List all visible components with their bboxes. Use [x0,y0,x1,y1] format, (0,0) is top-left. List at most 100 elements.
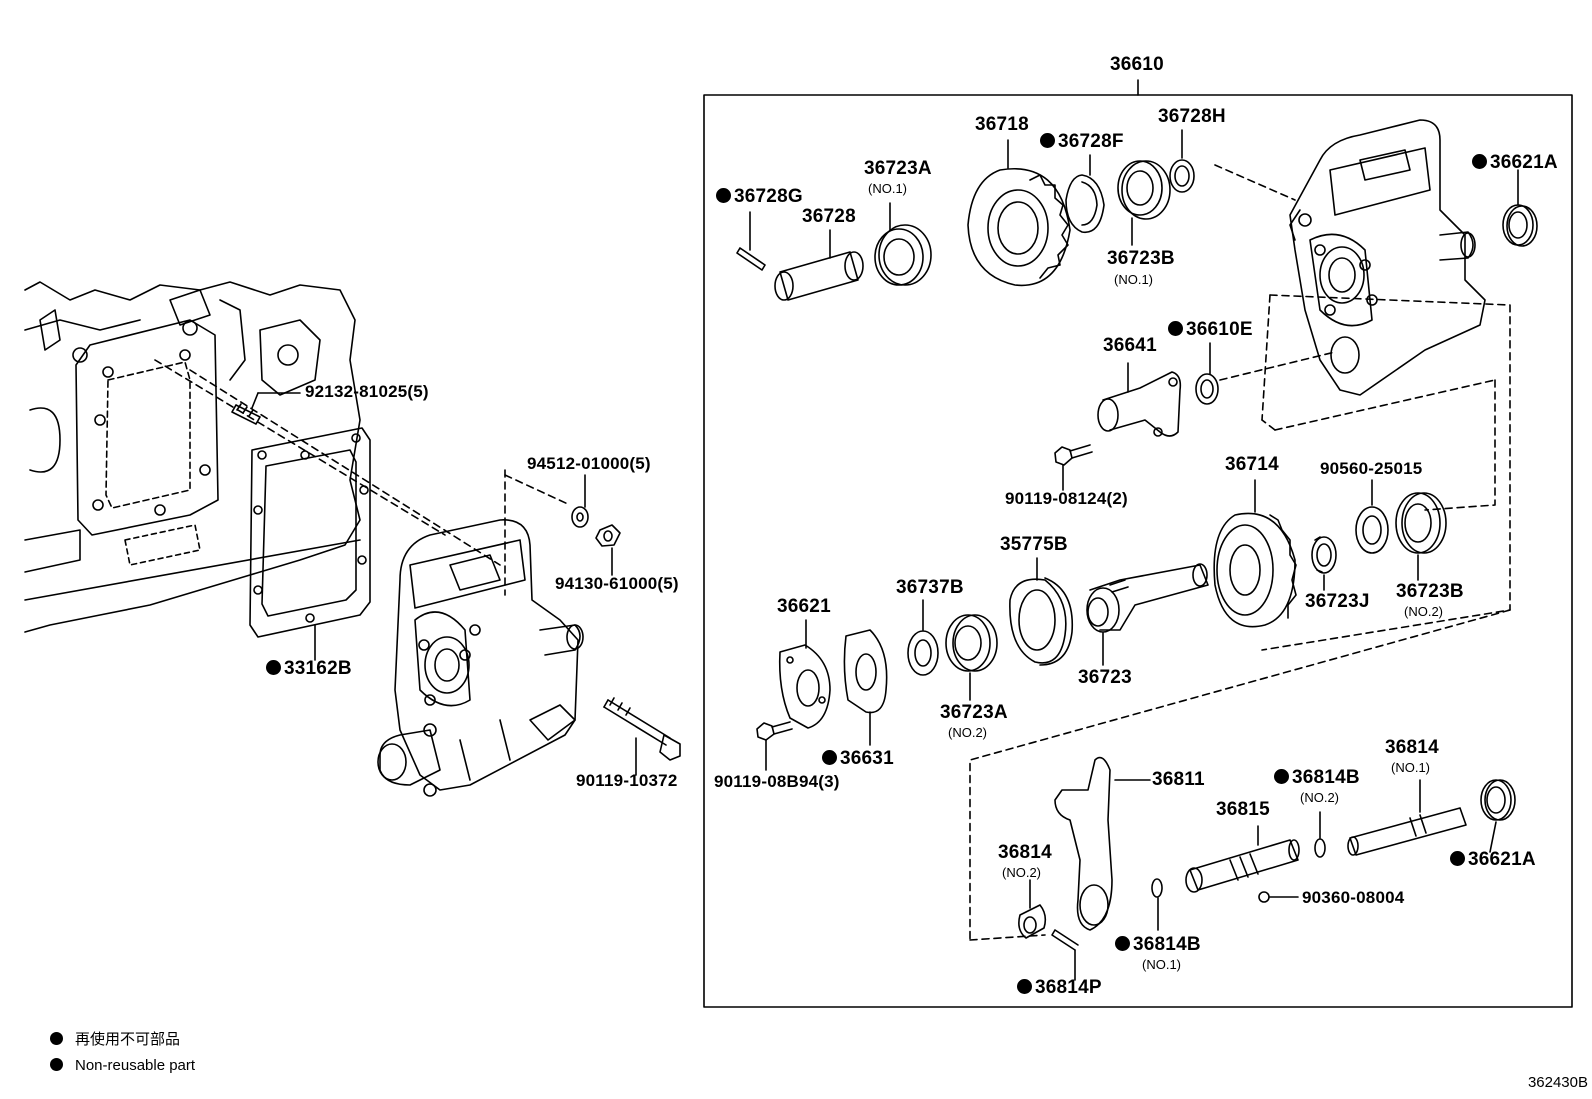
legend-dot-icon [50,1032,63,1045]
legend-row-en: Non-reusable part [50,1058,195,1073]
legend-text-jp: 再使用不可部品 [75,1031,181,1048]
note-36814-no1: (NO.1) [1391,760,1430,775]
label-36728h: 36728H [1158,106,1226,127]
label-94130-61000: 94130-61000(5) [555,574,679,593]
label-36610e: 36610E [1168,320,1253,339]
non-reusable-mark [1472,154,1487,169]
pin-36814p-drawing [1051,929,1079,981]
washer-nut-drawing [571,474,621,576]
ball-90360-drawing [1258,891,1299,903]
transmission-case-drawing [24,281,361,633]
label-90119-10372: 90119-10372 [576,771,678,790]
label-36723a-no1: 36723A [864,158,932,179]
washer-36737b-drawing [907,599,939,676]
label-36621a-bottom: 36621A [1450,850,1536,869]
note-36814-no2: (NO.2) [1002,865,1041,880]
label-90360-08004: 90360-08004 [1302,888,1405,907]
sleeve-35775b-drawing [1009,557,1074,666]
washer-90560-drawing [1355,479,1389,554]
part-36641-drawing [1097,362,1182,437]
label-36723b-no1: 36723B [1107,248,1175,269]
label-33162b: 33162B [266,659,352,678]
seal-36621a-top-drawing [1502,169,1538,247]
bearing-36723a-no2-drawing [945,614,998,701]
label-36714: 36714 [1225,454,1279,475]
seal-36621a-bottom-drawing [1480,779,1516,853]
transfer-housing-left-drawing [377,519,584,797]
assembly-frame [703,94,1573,1008]
non-reusable-mark [1168,321,1183,336]
label-90560-25015: 90560-25015 [1320,459,1423,478]
non-reusable-mark [1274,769,1289,784]
bolt-90119-10372-drawing [603,697,681,776]
shaft-36723-drawing [1086,563,1209,666]
non-reusable-mark [1017,979,1032,994]
note-36723b-no2: (NO.2) [1404,604,1443,619]
legend-dot-icon [50,1058,63,1071]
label-36723j: 36723J [1305,591,1370,612]
cover-36621-drawing [778,619,831,729]
label-90119-08124: 90119-08124(2) [1005,489,1128,508]
note-36723a-no2: (NO.2) [948,725,987,740]
label-92132-81025: 92132-81025(5) [305,382,429,401]
label-36621: 36621 [777,596,831,617]
label-36814p: 36814P [1017,978,1102,997]
label-36723b-no2: 36723B [1396,581,1464,602]
non-reusable-mark [822,750,837,765]
gasket-33162b-drawing [249,427,371,661]
label-36811: 36811 [1152,769,1205,790]
shaft-36814-no1-drawing [1347,779,1467,856]
label-36621a-top: 36621A [1472,153,1558,172]
ring-36814b-no2-drawing [1314,811,1326,858]
non-reusable-mark [266,660,281,675]
note-36814b-no1: (NO.1) [1142,957,1181,972]
bearing-36723b-no1-drawing [1117,160,1171,246]
snapring-36728f-drawing [1065,154,1105,234]
part-36814-no2-drawing [1018,879,1047,939]
label-90119-08b94: 90119-08B94(3) [714,772,840,791]
bolt-90119-08124-drawing [1054,444,1093,491]
label-36723a-no2: 36723A [940,702,1008,723]
non-reusable-mark [1450,851,1465,866]
label-36814b-no2: 36814B [1274,768,1360,787]
label-36815: 36815 [1216,799,1270,820]
label-36718: 36718 [975,114,1029,135]
note-36814b-no2: (NO.2) [1300,790,1339,805]
ring-36814b-no1-drawing [1151,878,1163,931]
pin-36728g-drawing [736,211,766,271]
fork-36811-drawing [1054,756,1151,931]
label-36814b-no1: 36814B [1115,935,1201,954]
label-36610: 36610 [1110,54,1164,75]
shaft-36728-drawing [774,229,864,301]
label-36814-no1: 36814 [1385,737,1439,758]
label-35775b: 35775B [1000,534,1068,555]
label-36728g: 36728G [716,187,803,206]
non-reusable-mark [1040,133,1055,148]
label-36814-no2: 36814 [998,842,1052,863]
gasket-36631-drawing [843,629,888,746]
transfer-housing-right-drawing [1289,119,1486,396]
stud-92132-drawing [231,392,301,425]
shaft-36815-drawing [1185,825,1300,893]
label-36737b: 36737B [896,577,964,598]
label-36641: 36641 [1103,335,1157,356]
figure-number: 362430B [1527,1074,1588,1091]
label-36723: 36723 [1078,667,1132,688]
label-36728f: 36728F [1040,132,1124,151]
label-36728: 36728 [802,206,856,227]
non-reusable-mark [716,188,731,203]
bearing-36723b-no2-drawing [1395,492,1447,581]
washer-36728h-drawing [1169,129,1195,193]
label-94512-01000: 94512-01000(5) [527,454,651,473]
non-reusable-mark [1115,936,1130,951]
seal-36610e-drawing [1195,342,1219,405]
gear-36714-drawing [1213,479,1297,628]
note-36723a-no1: (NO.1) [868,181,907,196]
explode-lines [154,164,1511,941]
label-36631: 36631 [822,749,894,768]
gear-36718-drawing [967,139,1071,287]
bearing-36723a-no1-drawing [874,202,932,286]
note-36723b-no1: (NO.1) [1114,272,1153,287]
needle-bearing-36723j-drawing [1311,536,1337,591]
